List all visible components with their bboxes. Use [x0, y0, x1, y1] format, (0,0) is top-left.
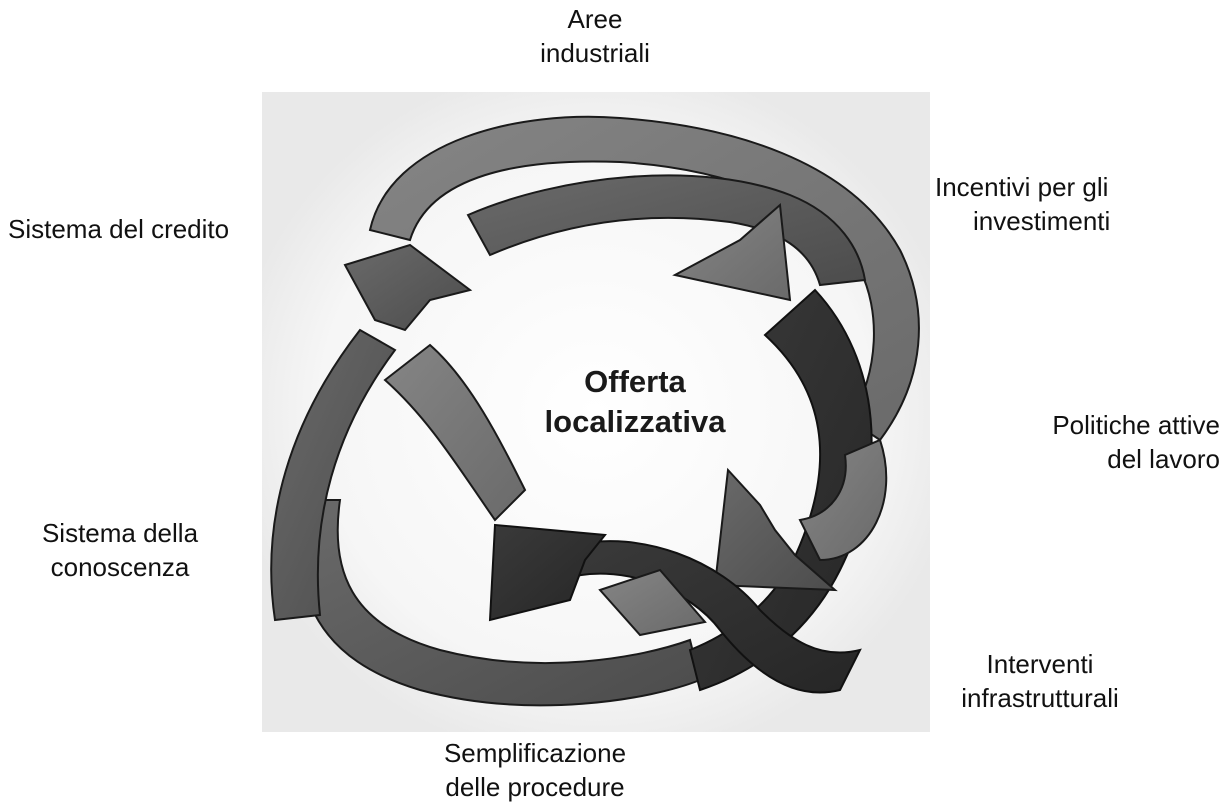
arrowhead-bottom	[488, 523, 607, 622]
arrowhead-top	[672, 202, 792, 302]
label-conoscenza-line-1: Sistema della	[41, 518, 199, 548]
label-credito-line-1: Sistema del credito	[8, 214, 230, 244]
arrowhead-bottom-right	[598, 568, 707, 637]
arrow-right-lower	[798, 438, 888, 562]
label-aree-industriali: Aree industriali	[505, 2, 685, 70]
center-label-line-1: Offerta	[584, 364, 686, 399]
label-interventi-line-2: infrastrutturali	[961, 683, 1119, 713]
center-label: Offerta localizzativa	[495, 362, 775, 442]
label-semplificazione: Semplificazione delle procedure	[395, 736, 675, 804]
label-incentivi-line-1: Incentivi per gli	[935, 172, 1109, 202]
label-conoscenza: Sistema della conoscenza	[10, 516, 230, 584]
center-label-line-2: localizzativa	[544, 404, 726, 439]
label-interventi: Interventi infrastrutturali	[930, 647, 1150, 715]
label-incentivi: Incentivi per gli investimenti	[935, 170, 1175, 238]
label-credito: Sistema del credito	[8, 212, 308, 246]
label-semplificazione-line-2: delle procedure	[445, 772, 625, 802]
label-aree-industriali-line-2: industriali	[540, 38, 650, 68]
label-politiche: Politiche attive del lavoro	[995, 408, 1220, 476]
arrow-top	[466, 174, 867, 287]
arrow-left	[270, 328, 397, 622]
label-semplificazione-line-1: Semplificazione	[443, 738, 627, 768]
arrowhead-left	[343, 243, 473, 332]
label-politiche-line-1: Politiche attive	[1052, 410, 1220, 440]
label-conoscenza-line-2: conoscenza	[50, 552, 190, 582]
label-aree-industriali-line-1: Aree	[567, 4, 623, 34]
arrow-inner-left	[383, 343, 527, 522]
label-interventi-line-1: Interventi	[986, 649, 1094, 679]
label-incentivi-line-2: investimenti	[973, 206, 1111, 236]
label-politiche-line-2: del lavoro	[1107, 444, 1220, 474]
